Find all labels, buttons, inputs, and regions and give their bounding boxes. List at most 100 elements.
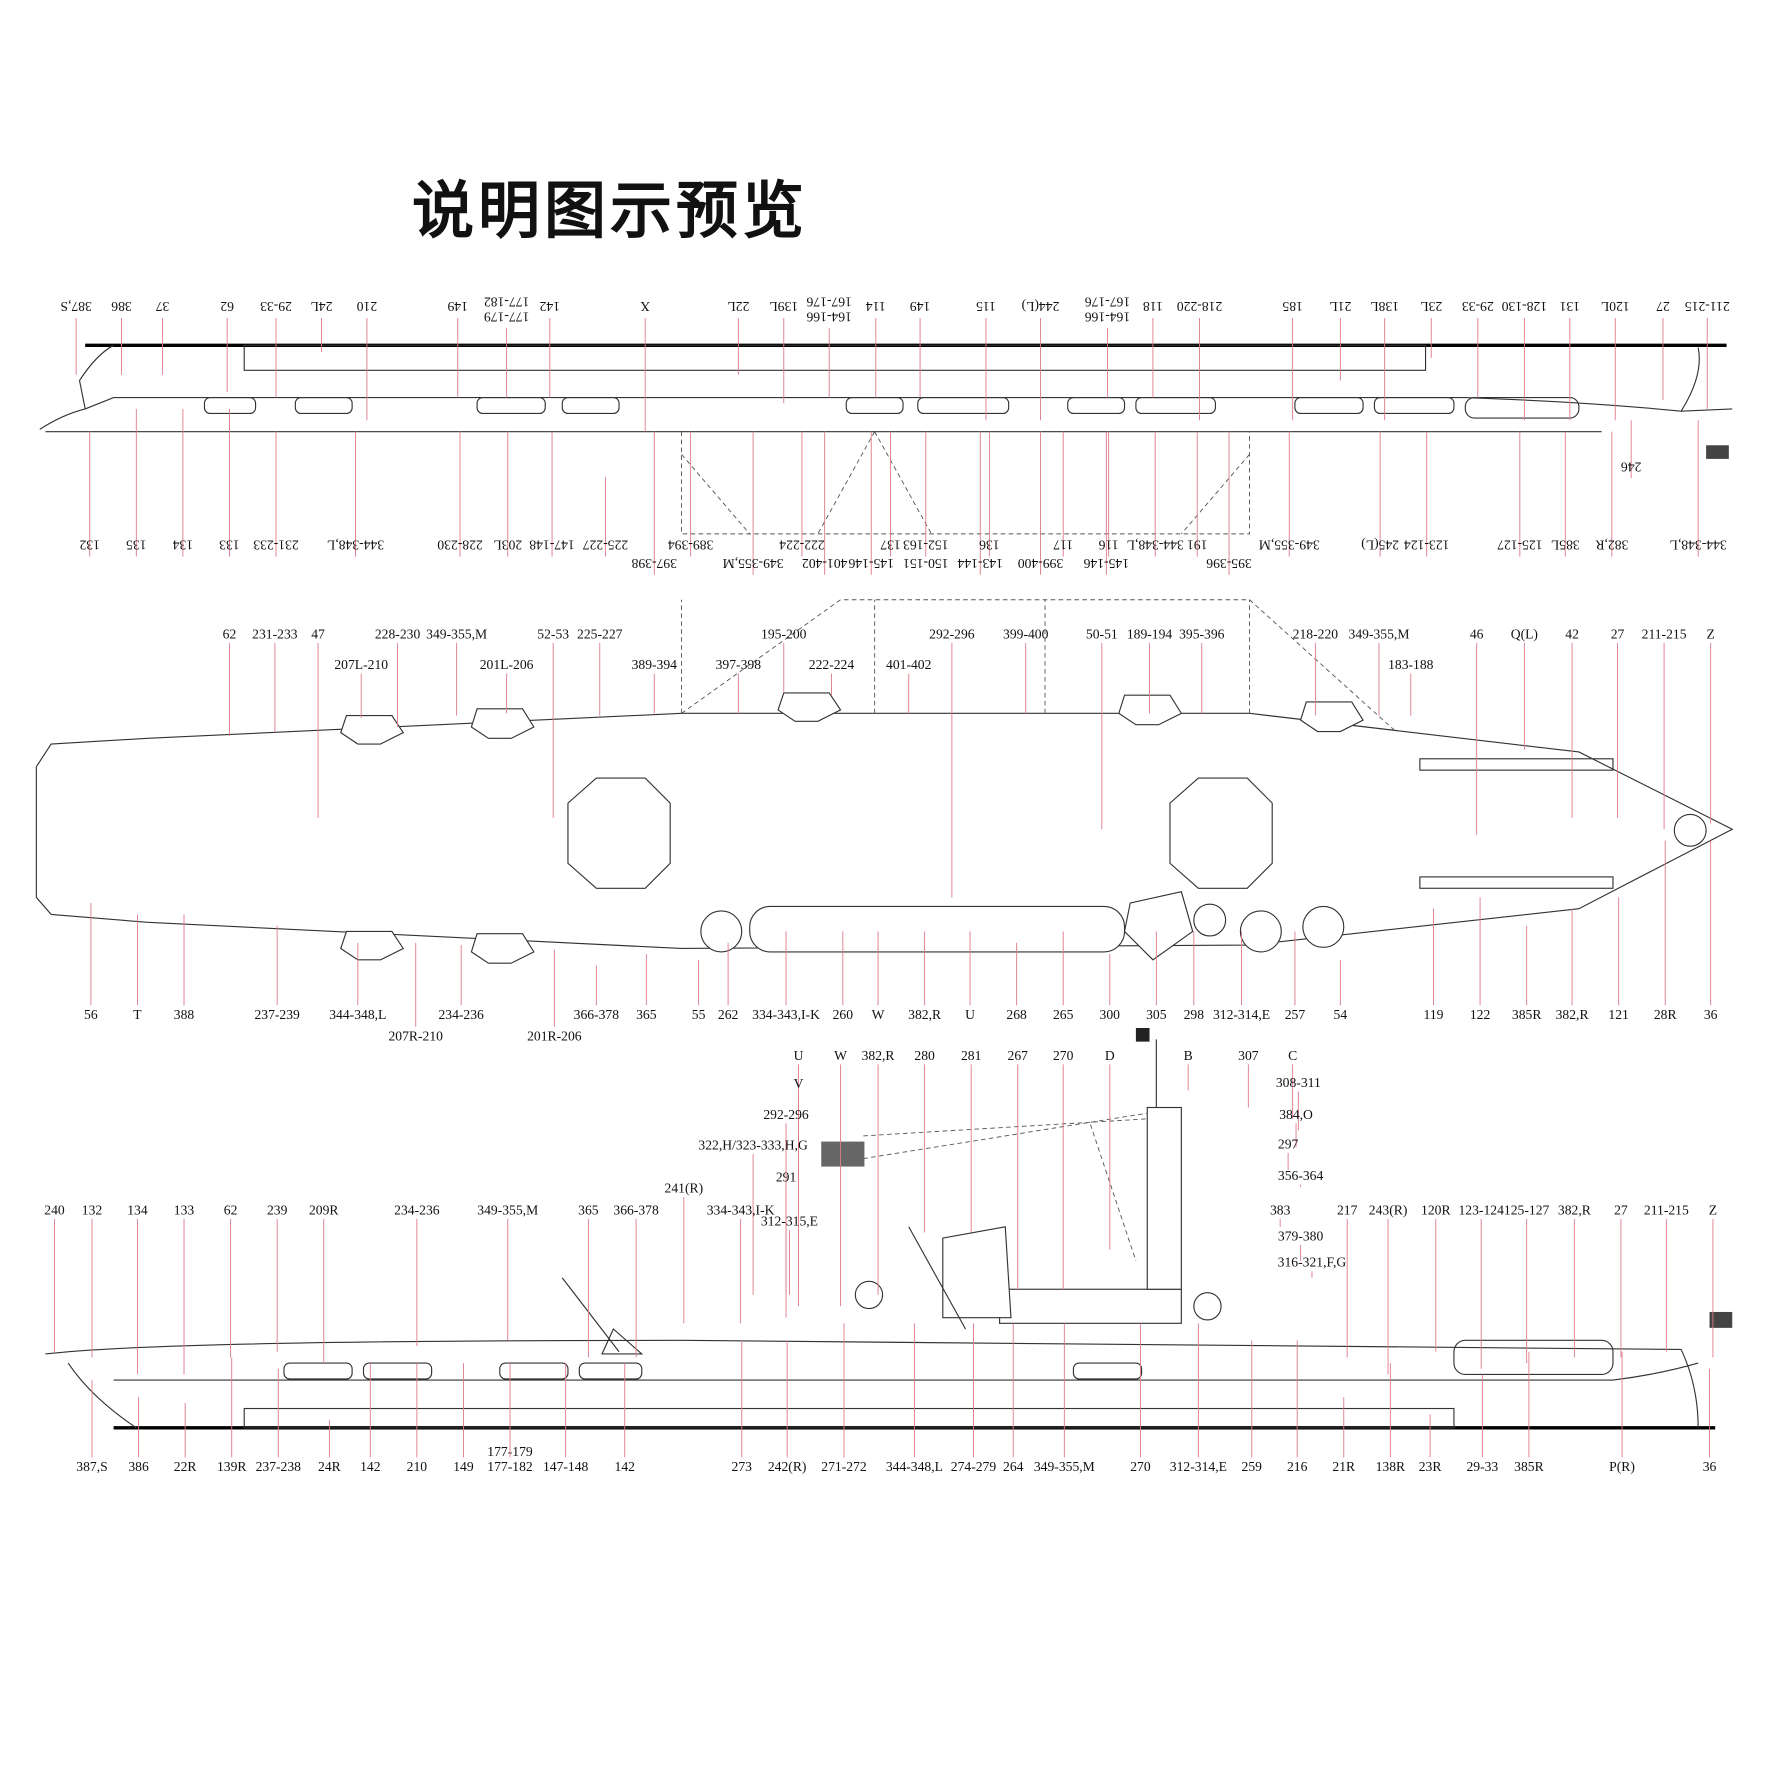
part-label: 142 xyxy=(539,299,560,314)
part-label: 218-220 xyxy=(1177,299,1223,314)
part-label: 260 xyxy=(833,1007,854,1022)
part-label: 177-182 xyxy=(484,295,530,310)
part-label: 132 xyxy=(79,538,100,553)
hull-outline xyxy=(39,344,1733,433)
part-label: 245(L) xyxy=(1361,537,1399,553)
rigging xyxy=(863,1112,1148,1261)
part-label: 23R xyxy=(1419,1459,1443,1474)
part-label: 312-315,E xyxy=(761,1214,818,1229)
part-label: 42 xyxy=(1565,626,1579,641)
part-label: 210 xyxy=(356,299,377,314)
part-label: 211-215 xyxy=(1642,626,1687,641)
part-label: 386 xyxy=(128,1459,149,1474)
flight-deck-plan-view xyxy=(35,599,1734,964)
part-label: 147-148 xyxy=(543,1459,589,1474)
part-label: 164-166 xyxy=(806,309,852,324)
aft-elevator xyxy=(1169,777,1273,889)
part-label: 241(R) xyxy=(665,1181,704,1197)
part-label: 265 xyxy=(1053,1007,1074,1022)
part-label: Z xyxy=(1706,626,1714,641)
part-label: 210 xyxy=(407,1459,428,1474)
part-label: 207L-210 xyxy=(334,657,388,672)
part-label: 242(R) xyxy=(768,1459,807,1475)
part-label: 280 xyxy=(914,1048,935,1063)
part-label: 29-33 xyxy=(1462,299,1494,314)
part-label: 291 xyxy=(776,1169,796,1184)
part-label: 145-146 xyxy=(1083,556,1129,571)
part-label: 234-236 xyxy=(438,1007,484,1022)
part-label: 135 xyxy=(126,538,147,553)
part-label: P(R) xyxy=(1609,1459,1635,1475)
part-label: 121 xyxy=(1608,1007,1628,1022)
part-label: 142 xyxy=(615,1459,636,1474)
part-label: 138R xyxy=(1376,1459,1406,1474)
part-label: 114 xyxy=(866,299,886,314)
part-label: 389-394 xyxy=(632,657,678,672)
part-label: 55 xyxy=(692,1007,706,1022)
part-label: 123-124 xyxy=(1404,538,1450,553)
part-label: 334-343,I-K xyxy=(707,1202,775,1217)
part-label: 344-348,L xyxy=(329,1007,386,1022)
part-label: 128-130 xyxy=(1501,299,1547,314)
inverted-profile-view xyxy=(39,343,1733,535)
part-label: 177-182 xyxy=(487,1459,533,1474)
part-label: B xyxy=(1184,1048,1193,1063)
part-label: 240 xyxy=(44,1202,65,1217)
part-label: 383 xyxy=(1270,1202,1291,1217)
part-label: 308-311 xyxy=(1276,1075,1321,1090)
armor-belt xyxy=(243,344,1427,371)
part-label: 379-380 xyxy=(1278,1228,1324,1243)
part-label: 216 xyxy=(1287,1459,1308,1474)
part-label: 209R xyxy=(309,1202,339,1217)
part-label: 382,R xyxy=(908,1007,942,1022)
part-label: 273 xyxy=(732,1459,753,1474)
part-label: 322,H/323-333,H,G xyxy=(698,1138,808,1153)
part-label: V xyxy=(794,1076,804,1091)
part-label: 267 xyxy=(1008,1048,1029,1063)
part-label: 292-296 xyxy=(929,626,975,641)
part-label: 399-400 xyxy=(1018,556,1064,571)
part-label: 131 xyxy=(1560,299,1580,314)
funnel-top xyxy=(1123,891,1194,961)
part-label: 167-176 xyxy=(1085,295,1131,310)
part-label: 143-144 xyxy=(957,556,1003,571)
part-label: 344-348,L xyxy=(886,1459,943,1474)
part-label: 201L-206 xyxy=(480,657,534,672)
part-label: 50-51 xyxy=(1086,626,1118,641)
part-label: 366-378 xyxy=(574,1007,620,1022)
part-label: 164-166 xyxy=(1085,309,1131,324)
part-label: 307 xyxy=(1238,1048,1259,1063)
part-label: 46 xyxy=(1470,626,1484,641)
part-label: 365 xyxy=(636,1007,657,1022)
part-label: 270 xyxy=(1130,1459,1151,1474)
part-label: U xyxy=(965,1007,975,1022)
part-label: 395-396 xyxy=(1206,556,1252,571)
part-label: 349-355,M xyxy=(477,1202,538,1217)
part-label: 385R xyxy=(1514,1459,1544,1474)
part-label: 138L xyxy=(1370,299,1399,314)
part-label: W xyxy=(872,1007,885,1022)
part-label: 270 xyxy=(1053,1048,1074,1063)
part-label: 237-239 xyxy=(254,1007,300,1022)
part-label: 116 xyxy=(1098,538,1118,553)
part-label: 397-398 xyxy=(631,556,677,571)
part-label: 125-127 xyxy=(1504,1202,1550,1217)
part-label: 384,O xyxy=(1279,1107,1313,1122)
part-label: 395-396 xyxy=(1179,626,1225,641)
part-label: 349-355,M xyxy=(1034,1459,1095,1474)
tower-mast xyxy=(1146,1106,1182,1290)
part-label: 145-146 xyxy=(848,556,894,571)
part-label: 149 xyxy=(453,1459,474,1474)
catapult-rail xyxy=(1419,758,1614,771)
part-label: 386 xyxy=(111,299,132,314)
part-label: 231-233 xyxy=(252,626,298,641)
part-label: 387,S xyxy=(76,1459,107,1474)
part-label: 349-355,M xyxy=(723,556,784,571)
part-label: 142 xyxy=(360,1459,381,1474)
part-label: 149 xyxy=(910,299,931,314)
part-label: 211-215 xyxy=(1644,1202,1689,1217)
part-label: 120L xyxy=(1601,299,1630,314)
page-title: 说明图示预览 xyxy=(412,174,809,247)
war-ensign-flag-icon xyxy=(821,1141,865,1167)
